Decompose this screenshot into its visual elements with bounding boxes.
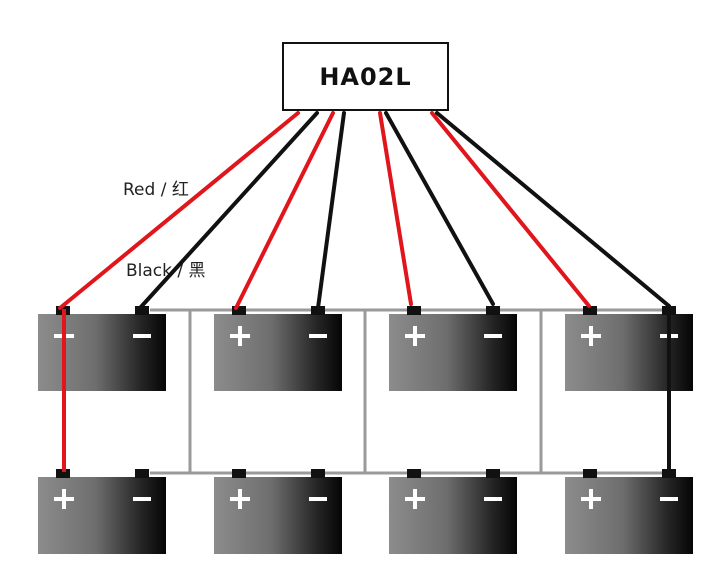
plus-symbol [589,489,593,509]
battery [565,469,693,554]
battery-body [38,314,166,391]
battery-body [389,477,517,554]
battery [38,469,166,554]
red-wire [234,111,335,310]
negative-terminal [486,469,500,478]
negative-terminal [311,469,325,478]
plus-symbol [62,489,66,509]
battery-body [389,314,517,391]
black-wire [316,111,346,310]
device-label: HA02L [319,62,412,91]
negative-terminal [135,469,149,478]
red-wire [58,111,300,310]
negative-terminal [135,306,149,315]
red-wire [378,111,413,306]
minus-symbol [309,334,327,338]
battery-body [214,477,342,554]
plus-symbol [238,326,242,346]
red-wire [430,111,591,308]
battery [389,306,517,391]
minus-symbol [133,497,151,501]
black-wire [435,111,671,308]
positive-terminal [583,306,597,315]
battery [389,469,517,554]
battery-body [38,477,166,554]
plus-symbol [413,326,417,346]
minus-symbol [484,497,502,501]
device-wires [58,111,671,472]
positive-terminal [407,306,421,315]
battery-bank [38,306,693,554]
minus-symbol [309,497,327,501]
minus-symbol [133,334,151,338]
negative-terminal [311,306,325,315]
negative-terminal [486,306,500,315]
positive-terminal [407,469,421,478]
battery [38,306,166,391]
black-wire [384,111,495,306]
battery [565,306,693,391]
black-wire-label: Black / 黑 [126,261,206,281]
plus-symbol [413,489,417,509]
battery [214,469,342,554]
battery [214,306,342,391]
plus-symbol [589,326,593,346]
red-wire-label: Red / 红 [123,180,189,200]
battery-body [565,314,693,391]
black-wire [138,111,319,310]
battery-body [214,314,342,391]
negative-terminal [662,469,676,478]
positive-terminal [56,469,70,478]
positive-terminal [232,306,246,315]
device-box: HA02L [282,42,449,111]
positive-terminal [232,469,246,478]
positive-terminal [583,469,597,478]
plus-symbol [238,489,242,509]
minus-symbol [660,497,678,501]
battery-body [565,477,693,554]
minus-symbol [484,334,502,338]
